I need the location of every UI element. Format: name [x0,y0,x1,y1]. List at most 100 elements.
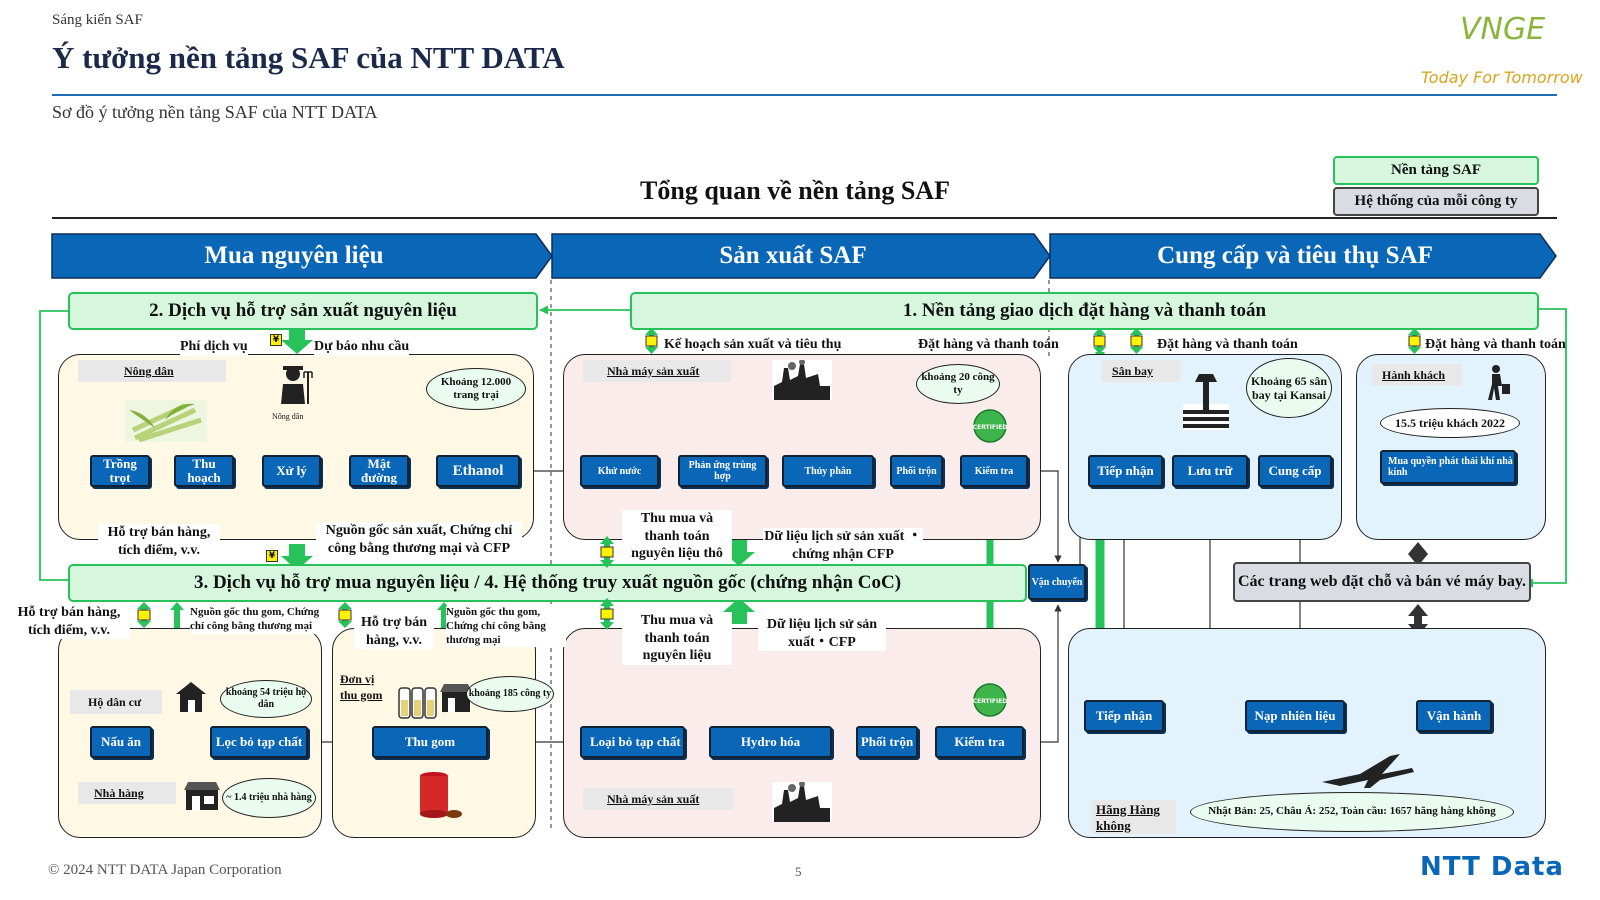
phase-production: Sản xuất SAF [719,242,867,269]
service2-bar: 2. Dịch vụ hỗ trợ sản xuất nguyên liệu [68,292,538,330]
farm-tag: Nông dân [78,360,226,382]
factory-top-tag: Nhà máy sản xuất [583,360,731,382]
label-dat-hang-2: Đặt hàng và thanh toán [1157,337,1298,352]
yen-icon: ¥ [266,550,278,562]
box-phoi-tron-top: Phối trộn [890,455,943,487]
box-phan-ung: Phản ứng trùng hợp [678,455,767,487]
up-arrow-icon [170,602,184,628]
phase-procurement: Mua nguyên liệu [204,242,384,269]
certified-text: CERTIFIED [973,424,1008,431]
box-nap-nhien-lieu: Nạp nhiên liệu [1245,700,1345,732]
passenger-count-ellipse: 15.5 triệu khách 2022 [1380,408,1520,438]
household-tag: Hộ dân cư [70,690,162,714]
box-tiep-nhan-airline: Tiếp nhận [1084,700,1164,732]
sugarcane-image [125,400,207,443]
updown-arrow-icon [600,598,614,630]
box-tiep-nhan-airport: Tiếp nhận [1088,455,1163,487]
label-ho-tro-ban-3: Hỗ trợ bán hàng, v.v. [354,614,434,649]
airplane-icon [1320,748,1416,790]
factory-icon [772,359,832,400]
label-dat-hang-3: Đặt hàng và thanh toán [1425,337,1566,352]
box-thu-gom: Thu gom [372,726,488,758]
certified-badge-icon: CERTIFIED [970,408,1010,444]
footer-page-number: 5 [795,864,802,879]
label-ho-tro-ban-hang-2: Hỗ trợ bán hàng, tích điểm, v.v. [8,604,130,639]
label-nguon-goc-thu-gom-2: Nguồn gốc thu gom, Chứng chỉ công bằng t… [446,606,566,648]
oil-bottles-icon [397,680,437,720]
vnge-logo: VNGE [1460,12,1546,47]
collector-count-ellipse: khoảng 185 công ty [466,676,554,712]
box-trong-trot: Trồng trọt [90,455,150,487]
updown-arrow-icon [645,328,658,354]
shop-icon [440,682,472,712]
box-loai-bo: Loại bỏ tạp chất [580,726,685,758]
box-ethanol: Ethanol [436,455,520,487]
label-thu-mua-nl: Thu mua và thanh toán nguyên liệu [622,612,732,665]
house-icon [174,680,208,712]
box-van-hanh: Vận hành [1416,700,1492,732]
label-phi-dich-vu: Phí dịch vụ [180,338,248,356]
farm-count-ellipse: Khoảng 12.000 trang trại [426,368,526,410]
box-luu-tru: Lưu trữ [1172,455,1248,487]
box-hydro-hoa: Hydro hóa [709,726,832,758]
page-title: Ý tưởng nền tảng SAF của NTT DATA [52,40,565,75]
updown-arrow-icon [1408,328,1421,354]
airport-count-ellipse: Khoảng 65 sân bay tại Kansai [1246,358,1332,418]
legend-company-system: Hệ thống của mỗi công ty [1333,187,1539,216]
label-thu-mua-tho: Thu mua và thanh toán nguyên liệu thô [622,510,732,563]
airline-count-ellipse: Nhật Bản: 25, Châu Á: 252, Toàn cầu: 165… [1190,792,1514,832]
booking-sites-box: Các trang web đặt chỗ và bán vé máy bay. [1233,562,1531,602]
diagram-rule [52,217,1557,219]
label-nguon-goc-1: Nguồn gốc sản xuất, Chứng chỉ công bằng … [316,522,522,557]
restaurant-count-ellipse: ~ 1.4 triệu nhà hàng [222,778,316,818]
passenger-tag: Hành khách [1372,364,1462,386]
label-du-bao: Dự báo nhu cầu [314,338,410,356]
label-nguon-goc-thu-gom-1: Nguồn gốc thu gom, Chứng chỉ công bằng t… [190,606,320,634]
airline-tag: Hãng Hàng không [1092,800,1176,834]
box-cung-cap: Cung cấp [1258,455,1332,487]
service3-bar: 3. Dịch vụ hỗ trợ mua nguyên liệu / 4. H… [68,564,1027,602]
label-ho-tro-ban-hang-1: Hỗ trợ bán hàng, tích điểm, v.v. [98,524,220,559]
box-khu-nuoc: Khử nước [580,455,659,487]
label-dat-hang-1: Đặt hàng và thanh toán [918,337,1059,352]
collector-tag: Đơn vị thu gom [340,672,383,702]
box-kiem-tra-bottom: Kiểm tra [935,726,1024,758]
title-rule [52,94,1557,96]
certified-badge-icon: CERTIFIED [970,682,1010,718]
label-du-lieu-2: Dữ liệu lịch sử sản xuất・CFP [758,616,886,651]
updown-arrow-icon [338,602,352,628]
label-du-lieu-1: Dữ liệu lịch sử sản xuất ・chứng nhận CFP [763,528,923,563]
household-count-ellipse: khoảng 54 triệu hộ dân [220,680,312,718]
restaurant-icon [184,780,220,812]
airport-tag: Sân bay [1102,360,1180,382]
yen-icon: ¥ [270,334,282,346]
oil-drum-icon [414,770,464,820]
factory-bottom-tag: Nhà máy sản xuất [583,788,733,810]
box-mua-quyen: Mua quyền phát thải khí nhà kính [1380,450,1516,484]
platform1-bar: 1. Nền tảng giao dịch đặt hàng và thanh … [630,292,1539,330]
box-phoi-tron-bottom: Phối trộn [856,726,918,758]
updown-arrow-icon [1093,328,1106,354]
traveler-icon [1484,364,1512,400]
farmer-icon [277,364,313,410]
page-subtitle: Sơ đồ ý tưởng nền tảng SAF của NTT DATA [52,102,378,122]
box-kiem-tra-top: Kiểm tra [960,455,1028,487]
section-label: Sáng kiến SAF [52,12,143,28]
updown-arrow-icon [1130,328,1143,354]
footer-copyright: © 2024 NTT DATA Japan Corporation [48,862,282,878]
factory-icon [772,781,832,822]
phase-supply: Cung cấp và tiêu thụ SAF [1157,242,1433,269]
box-thu-hoach: Thu hoạch [174,455,234,487]
ntt-data-logo: NTT Data [1420,852,1564,882]
box-loc-bo: Lọc bỏ tạp chất [210,726,308,758]
restaurant-tag: Nhà hàng [78,782,176,804]
farmer-caption: Nông dân [272,412,304,421]
logo-tagline: Today For Tomorrow [1421,68,1583,87]
box-nau-an: Nấu ăn [90,726,152,758]
factory-count-ellipse: khoảng 20 công ty [916,364,1000,404]
box-mat-duong: Mật đường [349,455,409,487]
certified-text: CERTIFIED [973,698,1008,705]
box-van-chuyen: Vận chuyển [1028,564,1086,600]
diagram-title: Tổng quan về nền tảng SAF [640,176,950,205]
